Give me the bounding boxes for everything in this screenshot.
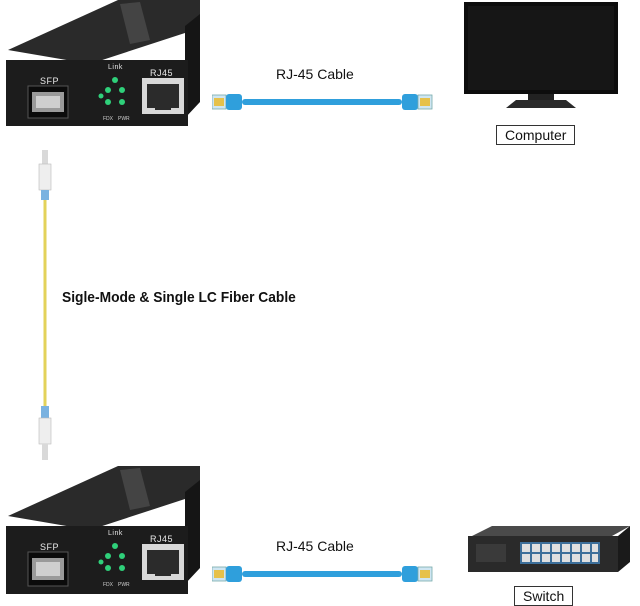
rj45-cable-bottom-label: RJ-45 Cable [276, 538, 354, 554]
rj45-cable-bottom [211, 560, 437, 590]
monitor-icon [462, 0, 622, 110]
fiber-cable [28, 150, 62, 462]
link-leds-label: Link [108, 530, 123, 537]
pwr-label: PWR [118, 116, 130, 122]
fiber-cable-illustration [38, 150, 52, 460]
fdx-label: FDX [103, 582, 113, 588]
link-leds-label: Link [108, 64, 123, 71]
status-leds [98, 76, 132, 116]
status-leds [98, 542, 132, 582]
computer-label: Computer [496, 125, 576, 145]
rj45-port-label: RJ45 [150, 534, 174, 544]
rj45-cable-bottom-illustration [211, 566, 433, 582]
rj45-port-label: RJ45 [150, 68, 174, 78]
rj45-cable-top-illustration [211, 94, 433, 110]
sfp-port-label: SFP [40, 542, 60, 552]
fdx-label: FDX [103, 116, 113, 122]
media-converter-bottom: SFP Link RJ45 FDX PWR [0, 466, 200, 594]
sfp-port-label: SFP [40, 76, 60, 86]
media-converter-bottom-illustration [6, 466, 200, 594]
media-converter-top-illustration [6, 0, 200, 126]
pwr-label: PWR [118, 582, 130, 588]
media-converter-top: SFP Link RJ45 FDX PWR [0, 0, 200, 128]
fiber-cable-label: Sigle-Mode & Single LC Fiber Cable [62, 289, 296, 306]
rj45-cable-top-label: RJ-45 Cable [276, 66, 354, 82]
rj45-cable-top [211, 88, 437, 118]
network-switch-icon [462, 524, 634, 580]
switch-label: Switch [514, 586, 574, 606]
